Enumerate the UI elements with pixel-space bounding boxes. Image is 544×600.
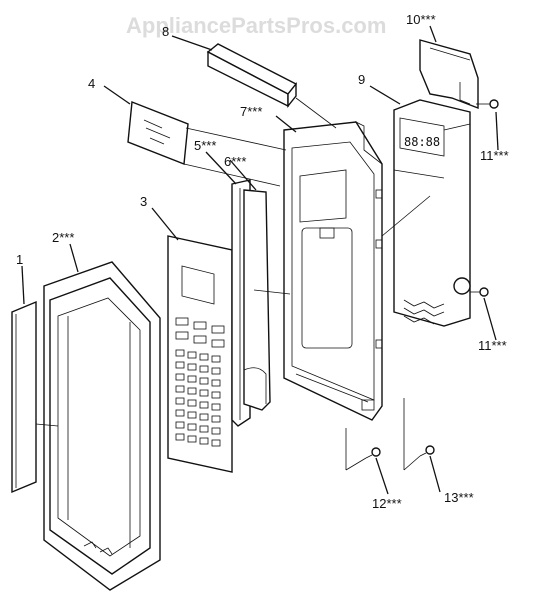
label-part-8: 8 [162,24,169,39]
label-part-4: 4 [88,76,95,91]
part-1-seal-strip [11,300,37,494]
part-7-control-frame [283,121,383,421]
label-part-2: 2*** [52,230,74,245]
part-8-foam-block [206,43,298,108]
part-4-window-glass [127,101,189,165]
part-3-keypad-panel [167,235,233,473]
label-part-12: 12*** [372,496,402,511]
label-part-11-upper: 11*** [480,148,509,163]
label-part-9: 9 [358,72,365,87]
part-10-cover [419,39,479,110]
label-part-5: 5*** [194,138,216,153]
part-2-door-frame [43,261,161,591]
label-part-13: 13*** [444,490,474,505]
label-part-6: 6*** [224,154,246,169]
part-6-insulator [243,189,271,411]
part-labels: 1 2*** 3 4 5*** 6*** 7*** 8 9 10*** 11**… [16,12,509,511]
part-9-control-board: 88:88 [393,99,471,327]
label-part-3: 3 [140,194,147,209]
label-part-7: 7*** [240,104,262,119]
watermark: AppliancePartsPros.com [126,13,386,38]
screw-11-lower [476,287,489,297]
label-part-10: 10*** [406,12,436,27]
label-part-11-lower: 11*** [478,338,507,353]
keypad-buttons [175,317,225,447]
screw-11-upper [486,99,499,109]
label-part-1: 1 [16,252,23,267]
leader-lines [21,25,499,495]
screw-13 [419,445,435,457]
display-readout: 88:88 [404,135,440,149]
screw-12 [365,447,381,459]
